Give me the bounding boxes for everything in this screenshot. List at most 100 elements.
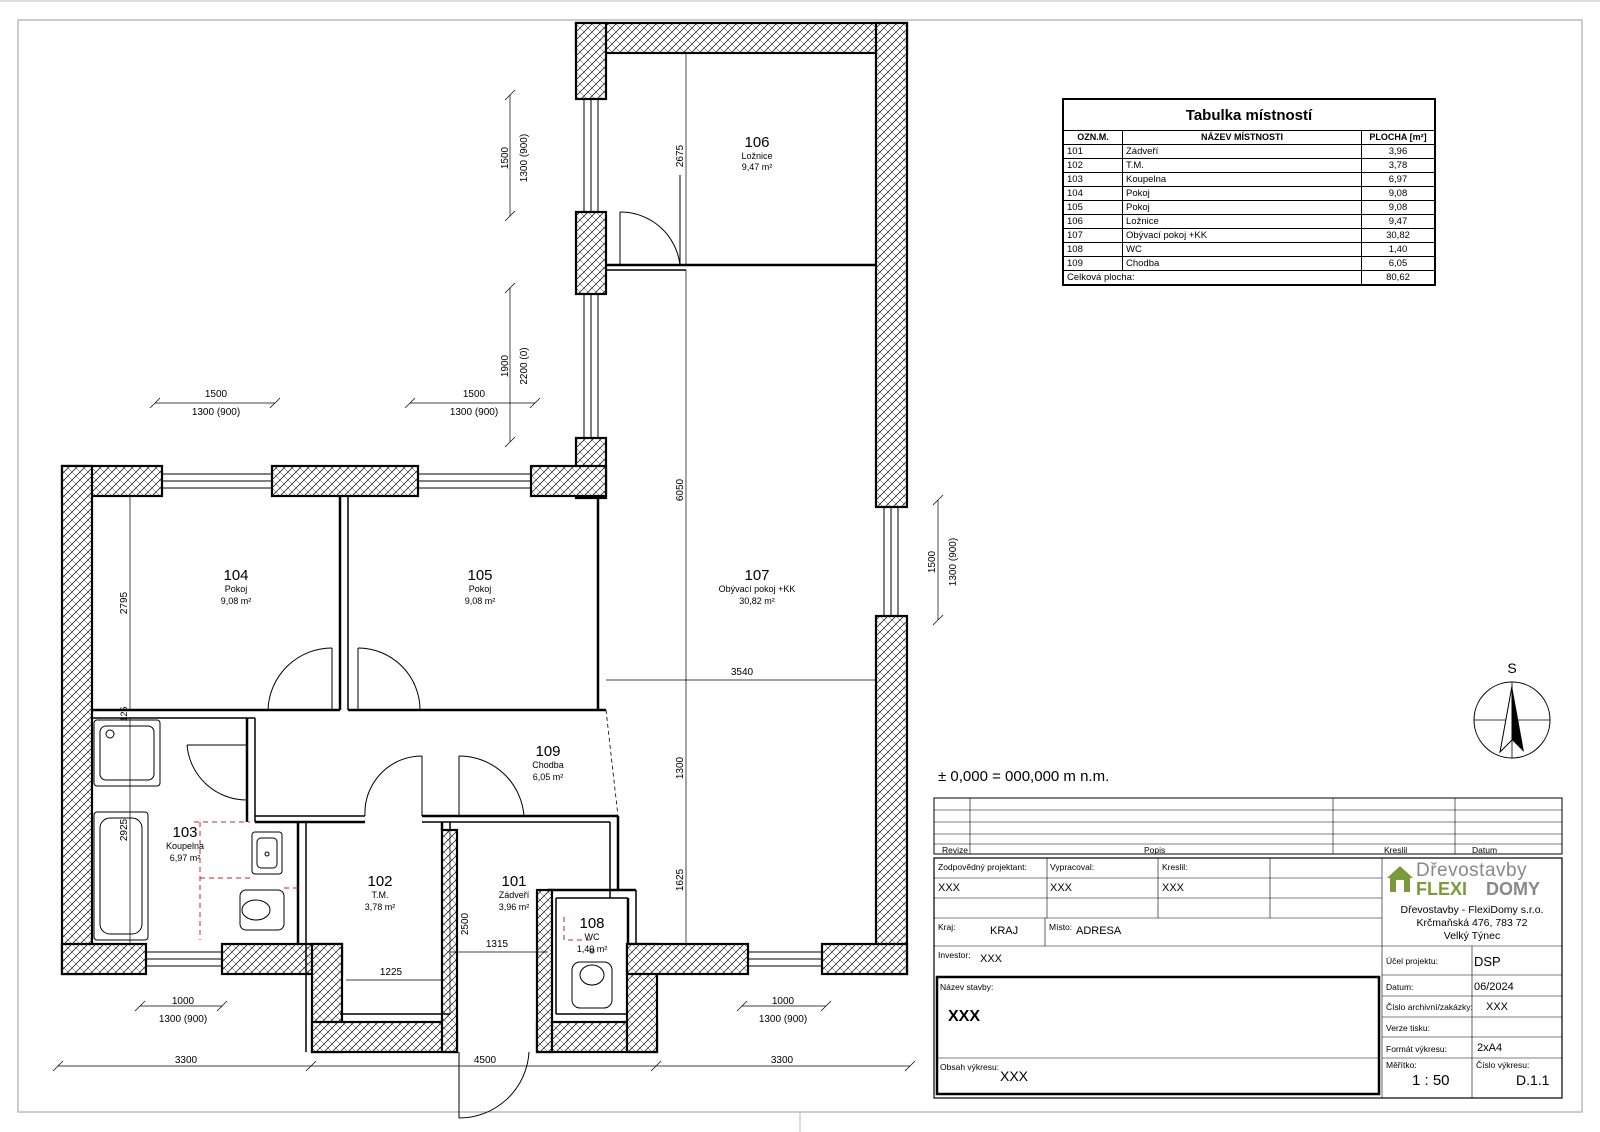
dim-1300-900-f: 1300 (900) — [759, 1014, 807, 1025]
place-label: Místo: — [1049, 922, 1073, 932]
scale-value: 1 : 50 — [1412, 1072, 1450, 1089]
logo-line1: Dřevostavby — [1416, 860, 1528, 881]
investor-value: XXX — [980, 953, 1003, 965]
responsible-value: XXX — [938, 882, 961, 894]
logo-domy: DOMY — [1486, 879, 1540, 899]
doors — [186, 175, 681, 1119]
format-label: Formát výkresu: — [1386, 1044, 1447, 1054]
svg-text:101: 101 — [501, 873, 526, 890]
svg-text:103: 103 — [172, 824, 197, 841]
region-label: Kraj: — [938, 922, 956, 932]
dim-2925: 2925 — [119, 818, 130, 841]
content-label: Obsah výkresu: — [940, 1062, 1000, 1072]
date-label: Datum: — [1386, 982, 1414, 992]
rev-date-label: Datum — [1472, 845, 1498, 855]
drawn-label: Kreslil: — [1162, 862, 1188, 872]
dim-125: 125 — [119, 706, 129, 721]
dim-2675: 2675 — [675, 144, 686, 167]
dim-2500: 2500 — [460, 912, 471, 935]
dim-3300-a: 3300 — [175, 1055, 198, 1066]
archive-value: XXX — [1486, 1001, 1509, 1013]
dim-1300-900-b: 1300 (900) — [192, 407, 240, 418]
dim-1225: 1225 — [380, 967, 403, 978]
date-value: 06/2024 — [1474, 981, 1514, 993]
purpose-label: Účel projektu: — [1386, 956, 1438, 966]
company-logo: Dřevostavby FLEXI DOMY — [1386, 860, 1558, 900]
purpose-value: DSP — [1474, 954, 1501, 969]
svg-text:WC: WC — [585, 932, 600, 942]
svg-text:Pokoj: Pokoj — [469, 584, 492, 594]
dim-1000-b: 1000 — [772, 996, 795, 1007]
col-header-name: NÁZEV MÍSTNOSTI — [1122, 130, 1362, 145]
dim-6050: 6050 — [675, 478, 686, 501]
col-header-area: PLOCHA [m²] — [1361, 130, 1436, 145]
dim-3300-b: 3300 — [771, 1055, 794, 1066]
prepared-label: Vypracoval: — [1050, 862, 1095, 872]
dim-3540: 3540 — [731, 667, 754, 678]
dimension-texts: 1500 1300 (900) 1900 2200 (0) 1500 1300 … — [119, 134, 959, 1066]
elevation-note: ± 0,000 = 000,000 m n.m. — [938, 768, 1110, 785]
svg-text:6,97 m²: 6,97 m² — [170, 853, 201, 863]
drawing-no-value: D.1.1 — [1516, 1072, 1550, 1088]
room-table: Tabulka místností OZN.M. NÁZEV MÍSTNOSTI… — [1062, 98, 1436, 286]
svg-text:1,40 m²: 1,40 m² — [577, 944, 608, 954]
sanitary-fixtures — [93, 719, 613, 1009]
svg-text:T.M.: T.M. — [372, 890, 389, 900]
north-label: S — [1507, 660, 1516, 676]
dim-1315: 1315 — [486, 939, 509, 950]
company-name: Dřevostavby - FlexiDomy s.r.o. — [1400, 904, 1544, 916]
investor-label: Investor: — [938, 950, 971, 960]
svg-text:Pokoj: Pokoj — [225, 584, 248, 594]
dim-1500-b: 1500 — [205, 389, 228, 400]
svg-text:104: 104 — [223, 567, 248, 584]
walls — [60, 21, 909, 1054]
dim-1900: 1900 — [500, 354, 511, 377]
dim-2200-0: 2200 (0) — [519, 347, 530, 384]
svg-text:109: 109 — [535, 743, 560, 760]
partitions — [92, 212, 876, 1052]
dim-1000-a: 1000 — [172, 996, 195, 1007]
rev-drawn-label: Kreslil — [1384, 845, 1408, 855]
svg-text:108: 108 — [579, 915, 604, 932]
svg-text:30,82 m²: 30,82 m² — [739, 596, 775, 606]
responsible-label: Zodpovědný projektant: — [938, 862, 1027, 872]
dim-1300: 1300 — [675, 756, 686, 779]
svg-text:3,78 m²: 3,78 m² — [365, 902, 396, 912]
room-table-title: Tabulka místností — [1062, 98, 1436, 131]
dim-1625: 1625 — [675, 868, 686, 891]
dim-1500-c: 1500 — [463, 389, 486, 400]
svg-text:105: 105 — [467, 567, 492, 584]
rev-label: Revize — [942, 845, 968, 855]
prepared-value: XXX — [1050, 882, 1073, 894]
dimension-lines — [52, 53, 944, 1072]
svg-text:Obývací pokoj +KK: Obývací pokoj +KK — [719, 584, 796, 594]
building-value: XXX — [948, 1008, 981, 1025]
title-block-grid — [933, 797, 1563, 1099]
company-street: Krčmaňská 476, 783 72 — [1416, 917, 1528, 929]
svg-text:Ložnice: Ložnice — [741, 151, 772, 161]
company-city: Velký Týnec — [1443, 930, 1501, 942]
svg-text:9,47 m²: 9,47 m² — [742, 162, 773, 172]
dim-1300-900-d: 1300 (900) — [948, 538, 959, 586]
title-block: Revize Popis Kreslil Datum Zodpovědný pr… — [934, 798, 1562, 1098]
drawing-no-label: Číslo výkresu: — [1476, 1060, 1530, 1070]
building-label: Název stavby: — [940, 982, 994, 992]
dim-1300-900-a: 1300 (900) — [519, 134, 530, 182]
logo-flexi: FLEXI — [1416, 879, 1468, 899]
dim-2795: 2795 — [119, 591, 130, 614]
north-arrow-icon: S — [1473, 660, 1551, 759]
